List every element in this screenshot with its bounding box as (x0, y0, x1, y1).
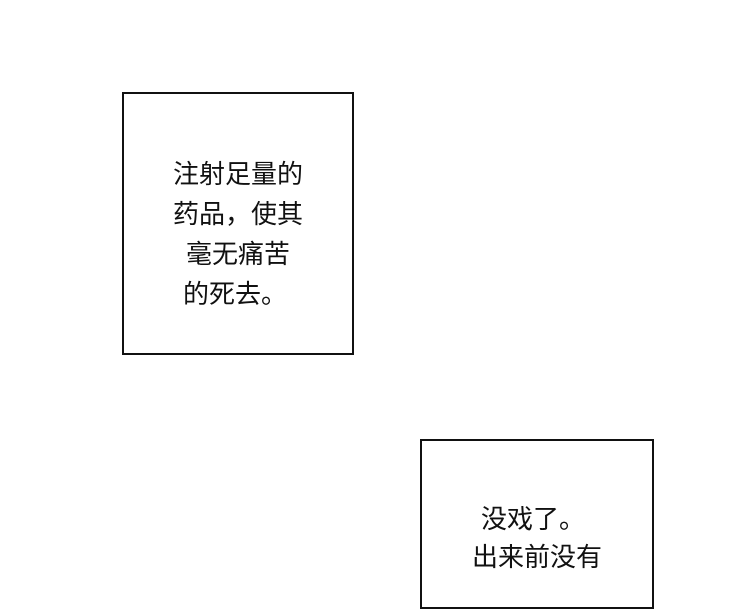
caption-line: 注射足量的 (172, 160, 303, 190)
caption-line: 毫无痛苦 (185, 240, 290, 270)
caption-line: 出来前没有 (471, 543, 602, 573)
speech-box-1: 注射足量的 药品，使其 毫无痛苦 的死去。 (122, 92, 354, 355)
caption-line: 的死去。 (182, 280, 287, 310)
caption-line: 没戏了。 (480, 505, 585, 535)
caption-line: 药品，使其 (172, 200, 303, 230)
speech-box-2: 没戏了。 出来前没有 (420, 439, 654, 609)
